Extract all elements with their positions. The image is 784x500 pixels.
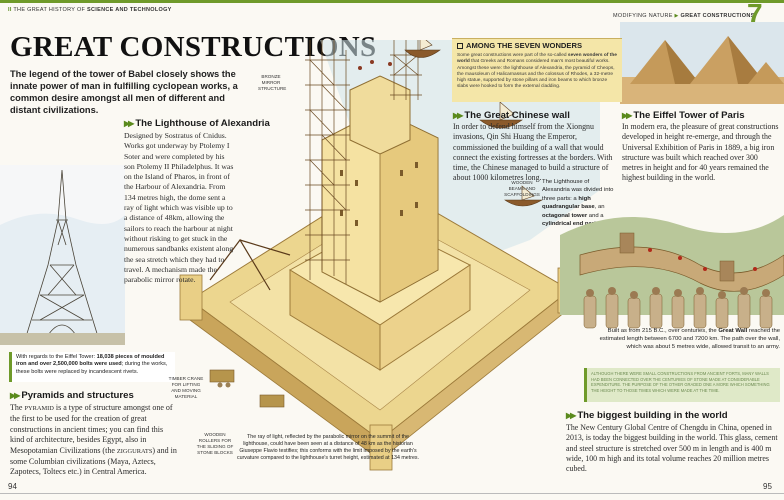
arrow-icon: ▶▶ xyxy=(10,391,20,400)
eiffel-caption-2: ; during the works, these bolts were rep… xyxy=(16,361,168,375)
lighthouse-parts-b3: cylindrical end part xyxy=(542,221,597,228)
chinese-wall-text: In order to defend himself from the Xion… xyxy=(453,122,613,183)
eiffel-caption: With regards to the Eiffel Tower: 18,038… xyxy=(16,354,171,376)
lighthouse-parts-2: , an xyxy=(594,204,605,211)
boat-1 xyxy=(404,40,441,58)
chinese-wall-heading: ▶▶ The Great Chinese wall xyxy=(453,110,570,121)
pyramids-image xyxy=(620,22,784,104)
label-crane: TIMBER CRANE FOR LIFTING AND MOVING MATE… xyxy=(168,376,204,399)
page-number-right: 95 xyxy=(763,482,772,491)
wonders-text-1: Some great constructions were part of th… xyxy=(457,53,568,58)
lighthouse-heading-text: The Lighthouse of Alexandria xyxy=(135,118,270,129)
eiffel-heading-text: The Eiffel Tower of Paris xyxy=(633,110,745,121)
pyramids-text-1: The xyxy=(10,403,25,412)
great-wall-illustration xyxy=(560,215,784,315)
page-title: GREAT CONSTRUCTIONS xyxy=(10,31,377,63)
biggest-building-heading: ▶▶ The biggest building in the world xyxy=(566,410,728,421)
label-wooden-beams: WOODEN BEAMS AND SCAFFOLDINGS xyxy=(504,180,540,197)
eiffel-heading: ▶▶ The Eiffel Tower of Paris xyxy=(622,110,745,121)
running-head-left-bold: SCIENCE AND TECHNOLOGY xyxy=(87,7,172,13)
eiffel-tower-illustration xyxy=(0,165,125,345)
running-head-sep: ▶ xyxy=(674,13,679,19)
lighthouse-parts-b2: octagonal tower xyxy=(542,212,588,219)
green-note-text: ALTHOUGH THERE WERE SMALL CONSTRUCTIONS … xyxy=(591,371,770,393)
pyramids-text-3: ) and in some Columbian civilizations (M… xyxy=(10,445,177,477)
arrow-icon: ▶▶ xyxy=(566,411,576,420)
pyramids-text-2: is a type of structure amongst one of th… xyxy=(10,403,173,455)
wonders-heading: AMONG THE SEVEN WONDERS xyxy=(457,41,582,50)
chinese-wall-heading-text: The Great Chinese wall xyxy=(464,110,570,121)
intro-text: The legend of the tower of Babel closely… xyxy=(10,69,238,115)
great-wall-caption: Built as from 215 B.C., over centuries, … xyxy=(596,328,780,351)
lighthouse-heading: ▶▶ The Lighthouse of Alexandria xyxy=(124,118,270,129)
page-number-left: 94 xyxy=(8,482,17,491)
running-head-right-bold: GREAT CONSTRUCTIONS xyxy=(680,13,755,19)
ziggurats-term: ZIGGURATS xyxy=(116,447,153,455)
wonders-text: Some great constructions were part of th… xyxy=(457,53,619,91)
arrow-icon: ▶▶ xyxy=(622,111,632,120)
lighthouse-parts-caption: The Lighthouse of Alexandria was divided… xyxy=(542,178,618,228)
lighthouse-parts-1: The Lighthouse of Alexandria was divided… xyxy=(542,179,614,202)
great-wall-caption-1: Built as from 215 B.C., over centuries, … xyxy=(607,328,719,334)
label-rollers: WOODEN ROLLERS FOR THE SLIDING OF STONE … xyxy=(196,432,234,455)
great-wall-caption-bold: Great Wall xyxy=(718,328,748,334)
pyramid-term: PYRAMID xyxy=(24,405,54,412)
ray-caption: The ray of light, reflected by the parab… xyxy=(236,434,420,461)
wonders-box: AMONG THE SEVEN WONDERS Some great const… xyxy=(452,38,622,102)
pyramids-heading: ▶▶ Pyramids and structures xyxy=(10,390,134,401)
running-head-right: MODIFYING NATURE ▶ GREAT CONSTRUCTIONS xyxy=(613,13,755,19)
lighthouse-parts-3: and a xyxy=(587,212,604,219)
header-rule-right xyxy=(392,0,784,3)
eiffel-caption-bold: 18,038 pieces of moulded iron and over 2… xyxy=(16,354,165,368)
wonders-heading-text: AMONG THE SEVEN WONDERS xyxy=(466,41,583,50)
running-head-left-text: THE GREAT HISTORY OF xyxy=(13,7,88,13)
running-head-right-text: MODIFYING NATURE xyxy=(613,13,673,19)
square-icon xyxy=(457,42,463,49)
biggest-building-text: The New Century Global Centre of Chengdu… xyxy=(566,423,778,474)
arrow-icon: ▶▶ xyxy=(124,119,134,128)
eiffel-caption-1: With regards to the Eiffel Tower: xyxy=(16,354,97,360)
lighthouse-parts-b1: high quadrangular base xyxy=(542,195,595,211)
biggest-building-heading-text: The biggest building in the world xyxy=(577,410,728,421)
running-head-left: II THE GREAT HISTORY OF SCIENCE AND TECH… xyxy=(8,7,172,13)
warriors-illustration xyxy=(583,287,773,329)
chapter-number: 7 xyxy=(747,0,763,29)
eiffel-caption-box: With regards to the Eiffel Tower: 18,038… xyxy=(9,352,175,382)
label-bronze-mirror: BRONZE MIRROR STRUCTURE xyxy=(258,74,287,91)
header-rule-left xyxy=(0,0,392,3)
eiffel-text: In modern era, the pleasure of great con… xyxy=(622,122,779,183)
pyramids-text: The PYRAMID is a type of structure among… xyxy=(10,403,178,478)
lighthouse-text: Designed by Sostratus of Cnidus. Works g… xyxy=(124,131,234,285)
great-wall-caption-2: reached the estimated length between 670… xyxy=(599,328,780,350)
wonders-text-bold: seven wonders of the world xyxy=(457,53,617,65)
green-note-box: ALTHOUGH THERE WERE SMALL CONSTRUCTIONS … xyxy=(584,368,780,402)
footer-rule xyxy=(0,493,784,494)
arrow-icon: ▶▶ xyxy=(453,111,463,120)
pyramids-heading-text: Pyramids and structures xyxy=(21,390,134,401)
running-head-marker: II xyxy=(8,7,12,13)
wonders-text-2: that Greeks and Romans considered man's … xyxy=(457,59,615,90)
